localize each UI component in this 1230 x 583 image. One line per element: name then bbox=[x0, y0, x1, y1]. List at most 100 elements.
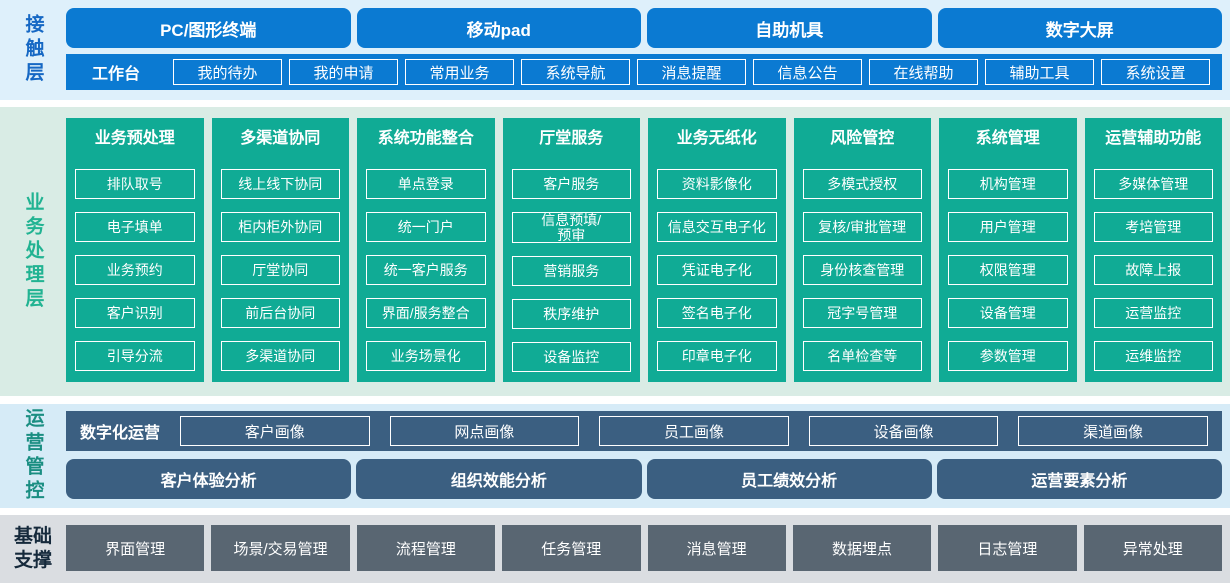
workbench-item-common-business: 常用业务 bbox=[405, 59, 514, 85]
column-system-integration: 系统功能整合 单点登录 统一门户 统一客户服务 界面/服务整合 业务场景化 bbox=[357, 118, 495, 382]
layer-business: 业务处理层 业务预处理 排队取号 电子填单 业务预约 客户识别 引导分流 多渠道… bbox=[0, 107, 1230, 396]
terminal-mobile-pad: 移动pad bbox=[356, 8, 641, 48]
layer-foundation-label: 基础 支撑 bbox=[13, 526, 52, 571]
workbench-label: 工作台 bbox=[91, 66, 140, 83]
portrait-customer: 客户画像 bbox=[180, 416, 370, 446]
layer-business-label: 业务处理层 bbox=[22, 191, 44, 312]
module-chip: 客户服务 bbox=[511, 169, 631, 199]
module-chip: 业务场景化 bbox=[366, 341, 486, 371]
analysis-org-efficiency: 组织效能分析 bbox=[356, 459, 642, 499]
layer-foundation: 基础 支撑 界面管理 场景/交易管理 流程管理 任务管理 消息管理 数据埋点 日… bbox=[0, 515, 1230, 583]
module-chip: 厅堂协同 bbox=[220, 255, 340, 285]
column-title: 厅堂服务 bbox=[539, 130, 604, 147]
column-multi-channel: 多渠道协同 线上线下协同 柜内柜外协同 厅堂协同 前后台协同 多渠道协同 bbox=[211, 118, 349, 382]
analysis-operation-elements: 运营要素分析 bbox=[936, 459, 1222, 499]
module-chip: 身份核查管理 bbox=[802, 255, 922, 285]
portrait-channel: 渠道画像 bbox=[1018, 416, 1208, 446]
analytics-row: 客户体验分析 组织效能分析 员工绩效分析 运营要素分析 bbox=[66, 459, 1222, 499]
module-chip: 设备监控 bbox=[511, 342, 631, 373]
foundation-log-management: 日志管理 bbox=[938, 525, 1077, 571]
column-paperless: 业务无纸化 资料影像化 信息交互电子化 凭证电子化 签名电子化 印章电子化 bbox=[648, 118, 786, 382]
column-title: 多渠道协同 bbox=[240, 130, 321, 147]
column-system-management: 系统管理 机构管理 用户管理 权限管理 设备管理 参数管理 bbox=[939, 118, 1077, 382]
module-chip: 信息预填/ 预审 bbox=[511, 212, 631, 244]
column-business-preprocess: 业务预处理 排队取号 电子填单 业务预约 客户识别 引导分流 bbox=[66, 118, 204, 382]
module-chip: 统一门户 bbox=[366, 212, 486, 242]
digital-ops-label: 数字化运营 bbox=[80, 425, 161, 442]
terminal-digital-screen: 数字大屏 bbox=[937, 8, 1222, 48]
module-chip: 凭证电子化 bbox=[657, 255, 777, 285]
module-chip: 参数管理 bbox=[948, 341, 1068, 371]
module-chip: 客户识别 bbox=[75, 298, 195, 328]
analysis-employee-performance: 员工绩效分析 bbox=[646, 459, 932, 499]
terminal-pc-graphic: PC/图形终端 bbox=[66, 8, 351, 48]
workbench-item-info-announcement: 信息公告 bbox=[753, 59, 862, 85]
portrait-employee: 员工画像 bbox=[599, 416, 789, 446]
foundation-message-management: 消息管理 bbox=[647, 525, 786, 571]
module-chip: 签名电子化 bbox=[657, 298, 777, 328]
foundation-scene-transaction-management: 场景/交易管理 bbox=[211, 525, 350, 571]
layer-contact-label-area: 接触层 bbox=[0, 0, 66, 100]
column-title: 系统功能整合 bbox=[377, 130, 474, 147]
layer-contact: 接触层 PC/图形终端 移动pad 自助机具 数字大屏 工作台 我的待办 我的申… bbox=[0, 0, 1230, 100]
module-chip: 界面/服务整合 bbox=[366, 298, 486, 328]
column-hall-service: 厅堂服务 客户服务 信息预填/ 预审 营销服务 秩序维护 设备监控 bbox=[502, 118, 640, 382]
layer-operations-content: 数字化运营 客户画像 网点画像 员工画像 设备画像 渠道画像 客户体验分析 组织… bbox=[66, 404, 1230, 508]
module-chip: 柜内柜外协同 bbox=[220, 212, 340, 242]
module-chip: 秩序维护 bbox=[511, 299, 631, 330]
workbench-bar: 工作台 我的待办 我的申请 常用业务 系统导航 消息提醒 信息公告 在线帮助 辅… bbox=[66, 54, 1222, 90]
foundation-ui-management: 界面管理 bbox=[66, 525, 205, 571]
layer-foundation-label-area: 基础 支撑 bbox=[0, 515, 66, 583]
column-title: 业务预处理 bbox=[94, 130, 175, 147]
business-columns: 业务预处理 排队取号 电子填单 业务预约 客户识别 引导分流 多渠道协同 线上线… bbox=[66, 118, 1222, 382]
layer-operations-label: 运营管控 bbox=[22, 408, 44, 504]
terminal-row: PC/图形终端 移动pad 自助机具 数字大屏 bbox=[66, 8, 1222, 48]
layer-operations: 运营管控 数字化运营 客户画像 网点画像 员工画像 设备画像 渠道画像 客户体验… bbox=[0, 404, 1230, 508]
digital-ops-bar: 数字化运营 客户画像 网点画像 员工画像 设备画像 渠道画像 bbox=[66, 411, 1222, 451]
module-chip: 名单检查等 bbox=[802, 341, 922, 371]
module-chip: 机构管理 bbox=[948, 169, 1068, 199]
module-chip: 营销服务 bbox=[511, 256, 631, 287]
module-chip: 多媒体管理 bbox=[1093, 169, 1213, 199]
module-chip: 引导分流 bbox=[75, 341, 195, 371]
workbench-item-online-help: 在线帮助 bbox=[869, 59, 978, 85]
terminal-self-service: 自助机具 bbox=[647, 8, 932, 48]
layer-contact-label: 接触层 bbox=[22, 14, 44, 86]
module-chip: 前后台协同 bbox=[220, 298, 340, 328]
module-chip: 运营监控 bbox=[1093, 298, 1213, 328]
module-chip: 线上线下协同 bbox=[220, 169, 340, 199]
column-title: 运营辅助功能 bbox=[1105, 130, 1202, 147]
column-ops-auxiliary: 运营辅助功能 多媒体管理 考培管理 故障上报 运营监控 运维监控 bbox=[1084, 118, 1222, 382]
module-chip: 设备管理 bbox=[948, 298, 1068, 328]
portrait-branch: 网点画像 bbox=[389, 416, 580, 446]
workbench-item-my-todo: 我的待办 bbox=[173, 59, 282, 85]
module-chip: 冠字号管理 bbox=[802, 298, 922, 328]
layer-foundation-content: 界面管理 场景/交易管理 流程管理 任务管理 消息管理 数据埋点 日志管理 异常… bbox=[66, 515, 1230, 583]
workbench-item-system-settings: 系统设置 bbox=[1101, 59, 1210, 85]
module-chip: 统一客户服务 bbox=[366, 255, 486, 285]
foundation-data-tracking: 数据埋点 bbox=[792, 525, 932, 571]
module-chip: 权限管理 bbox=[948, 255, 1068, 285]
module-chip: 资料影像化 bbox=[657, 169, 777, 199]
module-chip: 电子填单 bbox=[75, 212, 195, 242]
module-chip: 业务预约 bbox=[75, 255, 195, 285]
module-chip: 考培管理 bbox=[1093, 212, 1213, 242]
workbench-item-my-application: 我的申请 bbox=[289, 59, 398, 85]
module-chip: 运维监控 bbox=[1093, 341, 1213, 371]
module-chip: 排队取号 bbox=[75, 169, 195, 199]
layer-operations-label-area: 运营管控 bbox=[0, 404, 66, 508]
module-chip: 多模式授权 bbox=[802, 169, 922, 199]
column-title: 系统管理 bbox=[975, 130, 1040, 147]
column-risk-control: 风险管控 多模式授权 复核/审批管理 身份核查管理 冠字号管理 名单检查等 bbox=[793, 118, 931, 382]
layer-business-label-area: 业务处理层 bbox=[0, 107, 66, 396]
foundation-row: 界面管理 场景/交易管理 流程管理 任务管理 消息管理 数据埋点 日志管理 异常… bbox=[66, 525, 1222, 571]
column-title: 业务无纸化 bbox=[676, 130, 757, 147]
foundation-exception-handling: 异常处理 bbox=[1083, 525, 1222, 571]
workbench-item-system-nav: 系统导航 bbox=[521, 59, 630, 85]
module-chip: 信息交互电子化 bbox=[657, 212, 777, 242]
module-chip: 用户管理 bbox=[948, 212, 1068, 242]
analysis-customer-experience: 客户体验分析 bbox=[66, 459, 352, 499]
layer-business-content: 业务预处理 排队取号 电子填单 业务预约 客户识别 引导分流 多渠道协同 线上线… bbox=[66, 107, 1230, 396]
workbench-item-message-reminder: 消息提醒 bbox=[637, 59, 746, 85]
module-chip: 故障上报 bbox=[1093, 255, 1213, 285]
